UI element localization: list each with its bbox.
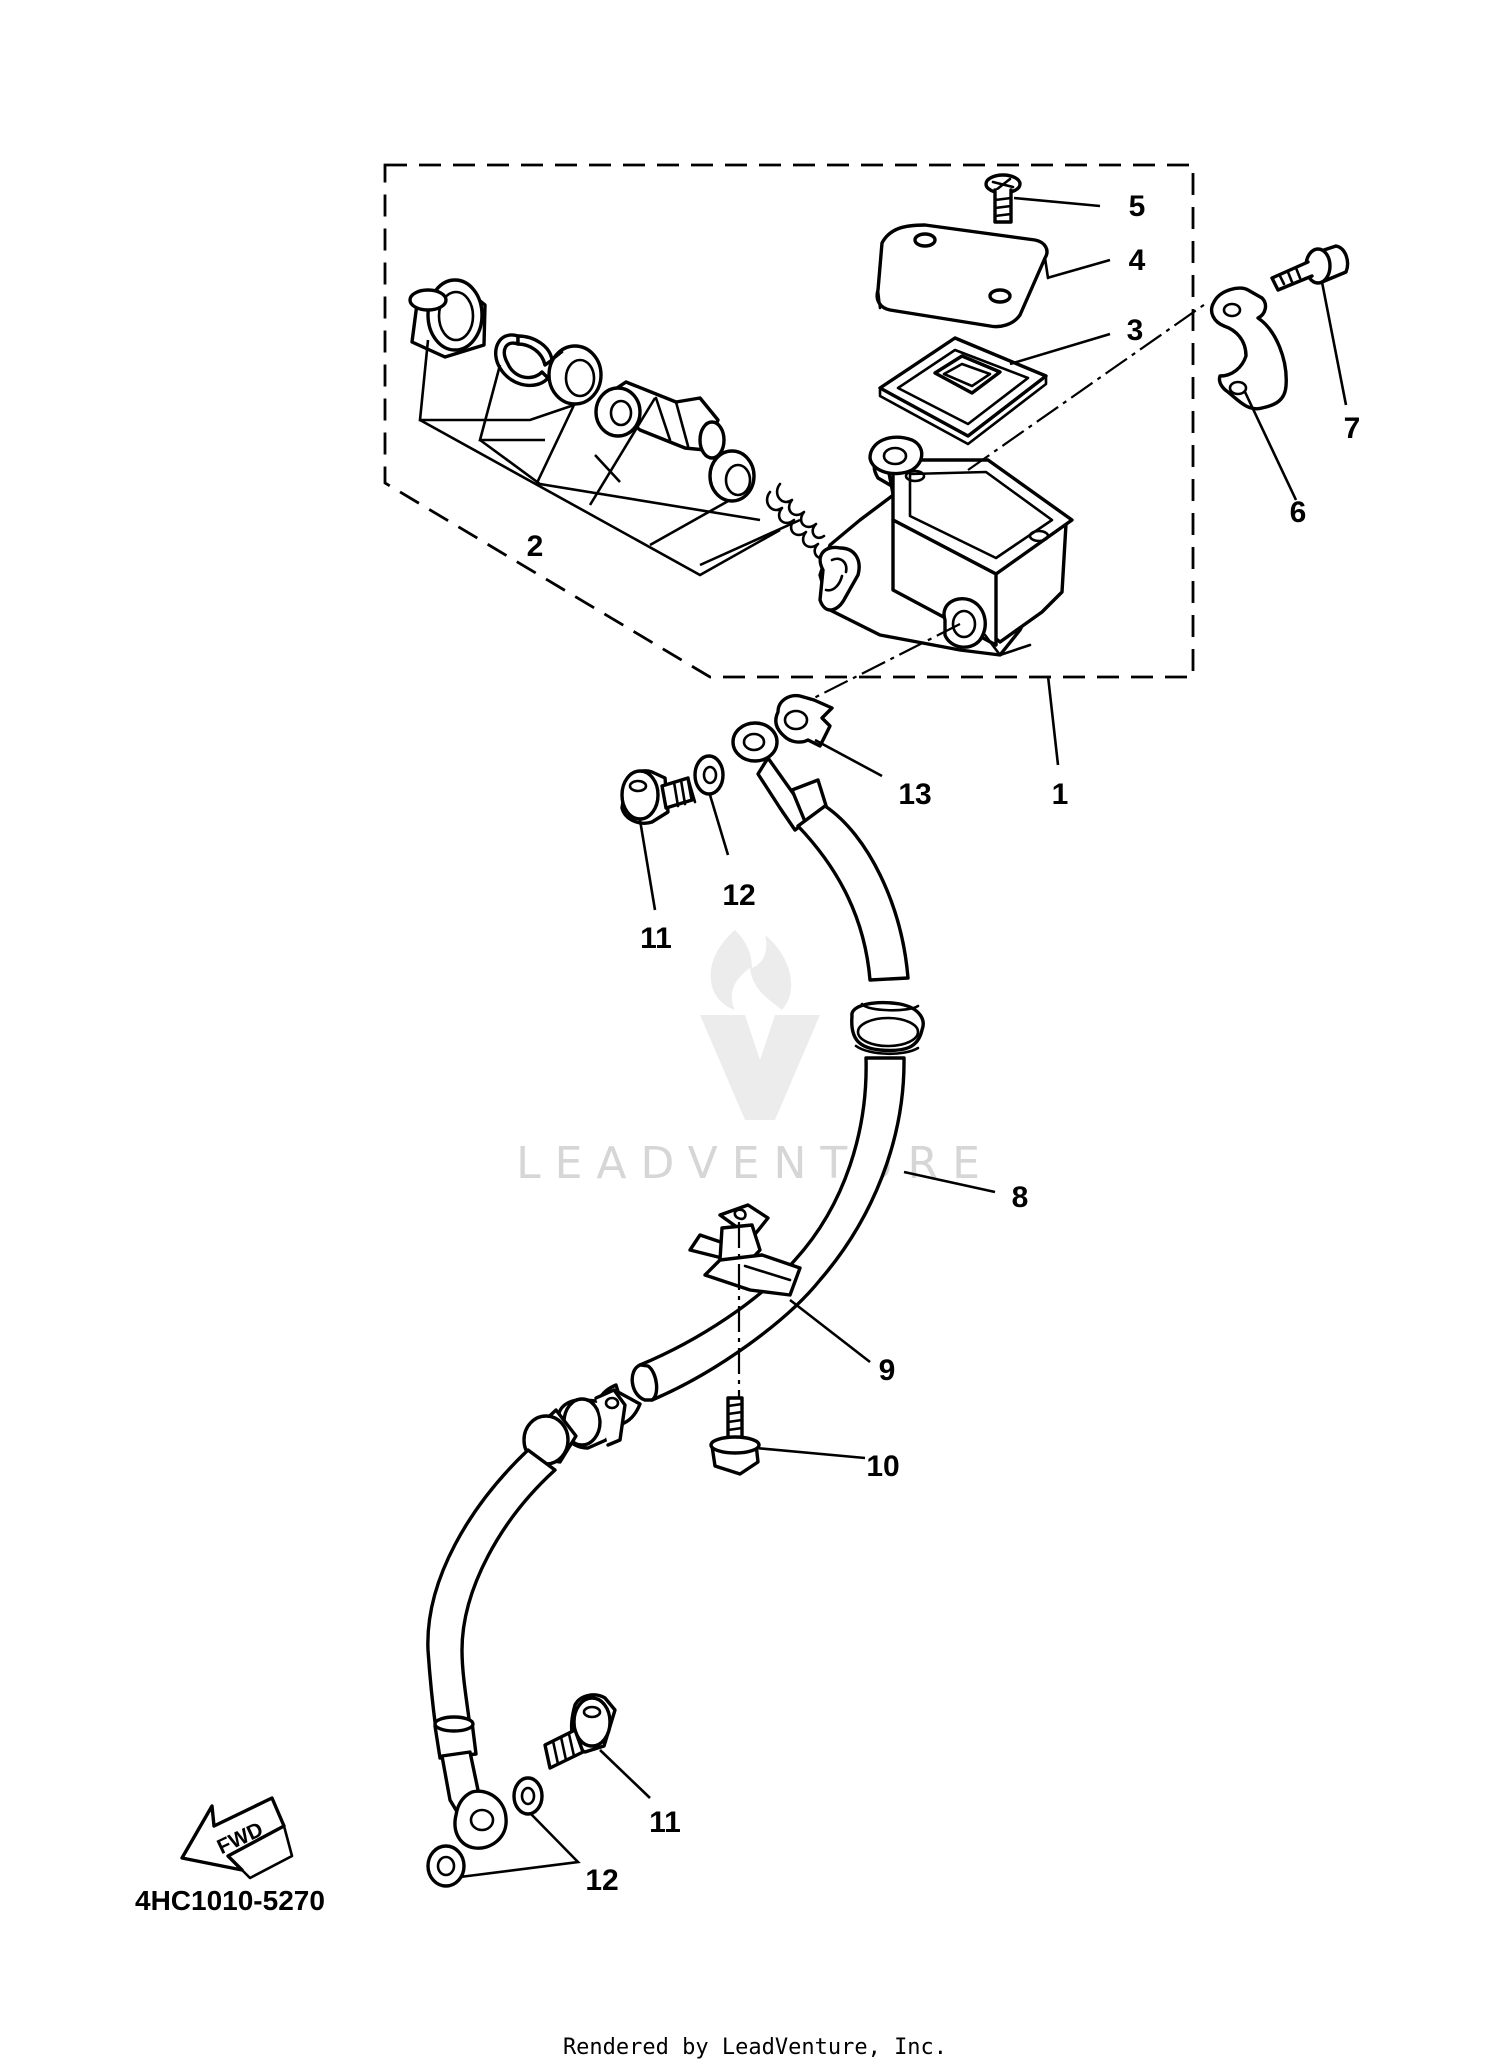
part-7-clamp-bolt	[1270, 244, 1350, 292]
spring	[765, 482, 828, 560]
part-1-master-cylinder-body	[818, 435, 1074, 657]
part-3-diaphragm	[878, 336, 1048, 446]
part-4-reservoir-cap	[875, 223, 1050, 329]
watermark-text: LEADVENTURE	[516, 1138, 994, 1189]
part-11-union-bolt-lower	[543, 1693, 617, 1770]
circlip	[494, 333, 554, 388]
callout-3: 3	[1127, 314, 1144, 347]
part-12-washer-upper	[693, 754, 725, 796]
callout-2: 2	[527, 530, 544, 563]
callout-6: 6	[1290, 496, 1307, 529]
callout-5: 5	[1129, 190, 1146, 223]
hose-grommet	[850, 1000, 925, 1056]
callout-10: 10	[866, 1450, 899, 1483]
diagram-part-number-code: 4HC1010-5270	[135, 1885, 325, 1916]
callout-1: 1	[1052, 778, 1069, 811]
leadventure-watermark: LEADVENTURE	[516, 930, 994, 1189]
assembly-centerlines	[737, 301, 1209, 1398]
part-8-brake-hose	[426, 721, 925, 1850]
callout-12-upper: 12	[722, 879, 755, 912]
part-11-union-bolt-upper	[620, 769, 697, 825]
piston	[594, 380, 726, 460]
callout-8: 8	[1012, 1181, 1029, 1214]
part-12-washer-lower-right	[512, 1776, 544, 1816]
footer-rendered-by-credit: Rendered by LeadVenture, Inc.	[563, 2035, 947, 2060]
cup-seal	[547, 344, 603, 406]
leadventure-logo-icon	[700, 930, 820, 1120]
callout-4: 4	[1129, 244, 1146, 277]
hose-banjo-lower	[453, 1789, 508, 1850]
part-6-handlebar-clamp	[1209, 286, 1288, 411]
callout-11-upper: 11	[640, 922, 672, 955]
callout-7: 7	[1344, 412, 1361, 445]
leader-lines	[418, 196, 1348, 1879]
part-10-clamp-bolt	[709, 1396, 761, 1476]
piston-boot	[408, 278, 487, 359]
forward-direction-arrow: FWD	[180, 1796, 294, 1880]
part-12-washer-lower-left	[426, 1844, 466, 1888]
part-9-hose-clamp	[688, 1203, 802, 1297]
part-2-piston-kit	[408, 278, 828, 560]
callout-9: 9	[879, 1354, 896, 1387]
callout-13: 13	[898, 778, 931, 811]
callout-12-lower: 12	[585, 1864, 618, 1897]
fwd-arrow-icon	[180, 1796, 286, 1872]
callout-11-lower: 11	[649, 1806, 681, 1839]
part-5-screw	[984, 173, 1022, 224]
part-13-hose-guide	[774, 693, 834, 748]
hose-lower-sleeve	[433, 1715, 478, 1760]
secondary-cup	[708, 449, 756, 503]
callout-numbers: 1 2 3 4 5 6 7 8 9 10 11 11 12 12 13	[527, 190, 1361, 1897]
